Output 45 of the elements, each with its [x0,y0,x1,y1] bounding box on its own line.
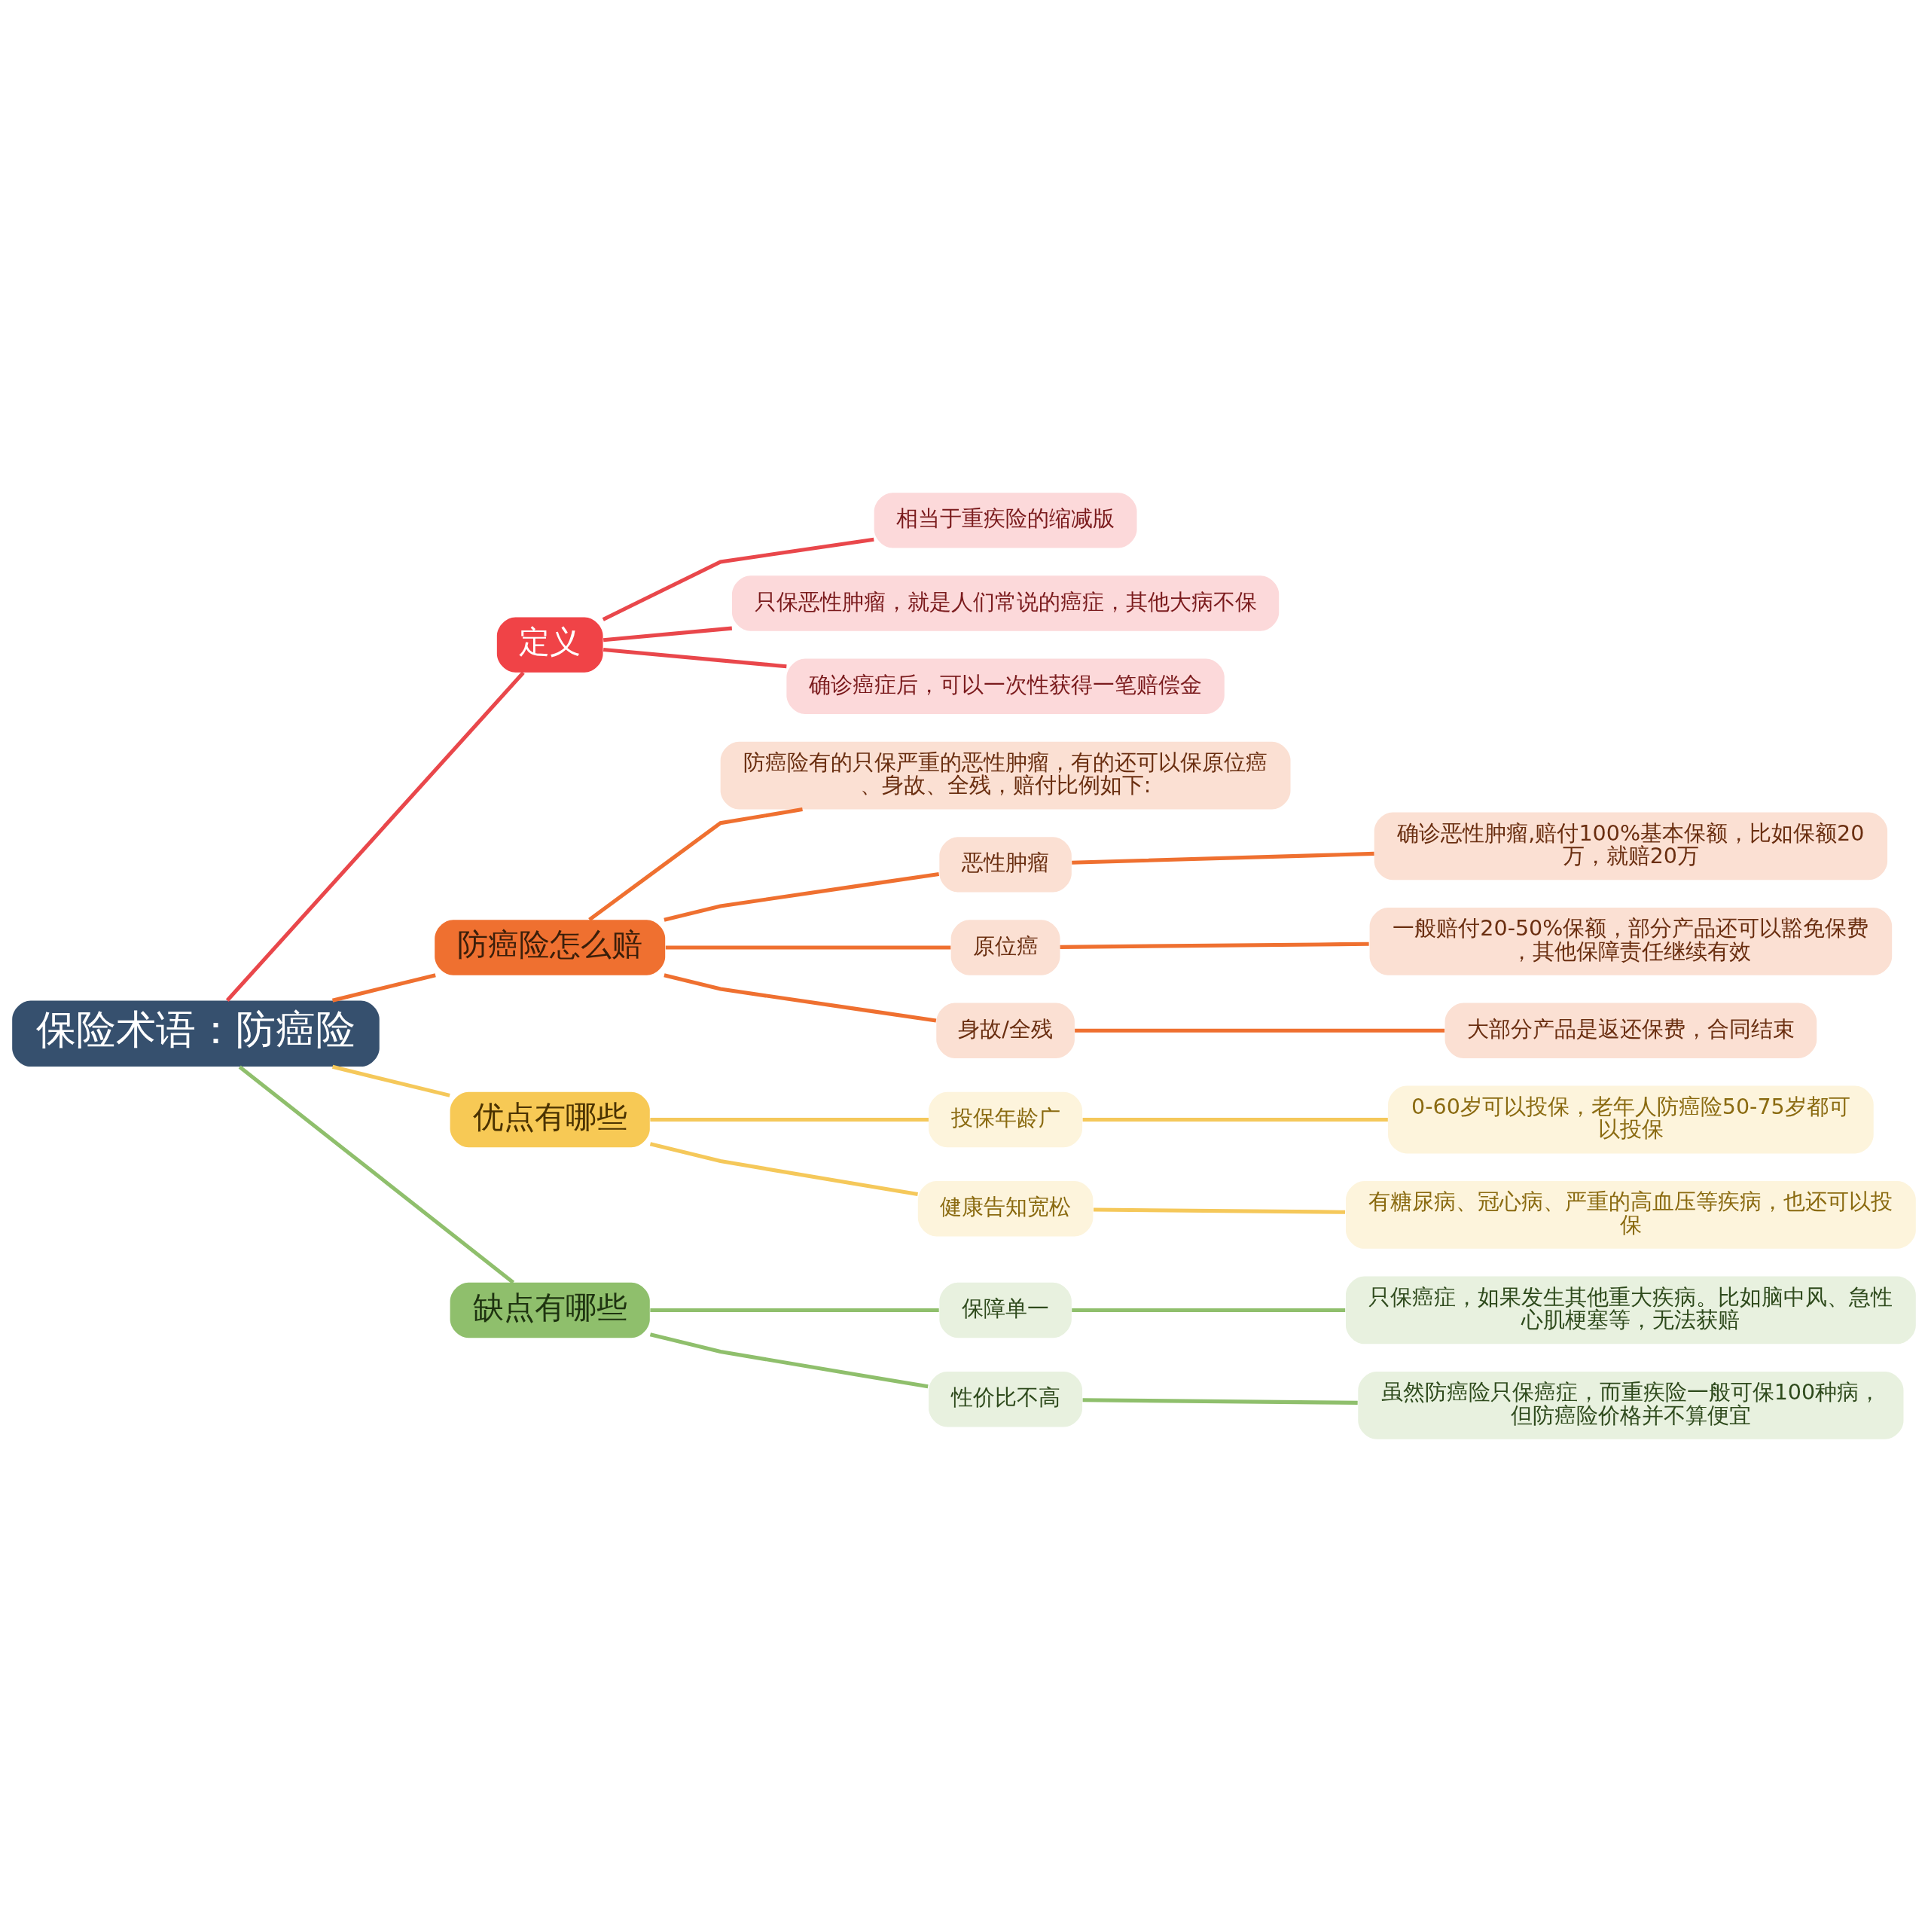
node-box: 缺点有哪些 [450,1282,650,1338]
node-box: 防癌险有的只保严重的恶性肿瘤，有的还可以保原位癌、身故、全残，赔付比例如下: [720,741,1291,810]
connector [602,537,874,621]
connector [664,973,937,1023]
node-box: 恶性肿瘤 [939,837,1072,893]
connector [1093,1207,1346,1214]
connector [1082,1398,1358,1405]
node-box: 优点有哪些 [450,1091,650,1148]
node-box: 只保恶性肿瘤，就是人们常说的癌症，其他大病不保 [731,575,1280,631]
connector [602,647,787,669]
connector [1072,1308,1346,1312]
node-box: 健康告知宽松 [917,1181,1094,1237]
connector [649,1332,929,1389]
connector [238,1065,515,1284]
connector [1082,1117,1388,1122]
node-box: 原位癌 [950,920,1060,975]
connector [650,1308,939,1312]
node-box: 只保癌症，如果发生其他重大疾病。比如脑中风、急性心肌梗塞等，无法获赔 [1345,1276,1916,1344]
connector [650,1117,929,1122]
node-box: 定义 [496,617,603,673]
connector [1072,851,1374,865]
connector [225,671,525,1002]
node-box: 一般赔付20-50%保额，部分产品还可以豁免保费，其他保障责任继续有效 [1369,908,1893,975]
connector [1075,1028,1445,1033]
node-box: 相当于重疾险的缩减版 [874,493,1137,548]
node-box: 确诊恶性肿瘤,赔付100%基本保额，比如保额20万，就赔20万 [1374,812,1888,881]
connector [588,807,803,921]
connector [665,945,951,950]
connector [602,626,733,642]
node-box: 大部分产品是返还保费，合同结束 [1444,1003,1817,1058]
node-box: 防癌险怎么赔 [435,920,666,975]
connector [649,1142,918,1197]
node-box: 身故/全残 [936,1003,1075,1058]
connector [1060,942,1369,949]
node-box: 0-60岁可以投保，老年人防癌险50-75岁都可以投保 [1388,1085,1874,1154]
node-box: 有糖尿病、冠心病、严重的高血压等疾病，也还可以投保 [1345,1181,1916,1249]
node-box: 保险术语：防癌险 [12,1000,380,1067]
connector [331,973,436,1003]
node-box: 确诊癌症后，可以一次性获得一笔赔偿金 [786,658,1225,714]
connector [331,1064,450,1097]
node-box: 投保年龄广 [929,1091,1083,1148]
node-box: 保障单一 [939,1282,1072,1338]
node-box: 性价比不高 [929,1372,1083,1427]
node-box: 虽然防癌险只保癌症，而重疾险一般可保100种病，但防癌险价格并不算便宜 [1358,1372,1904,1439]
connector [664,871,940,922]
